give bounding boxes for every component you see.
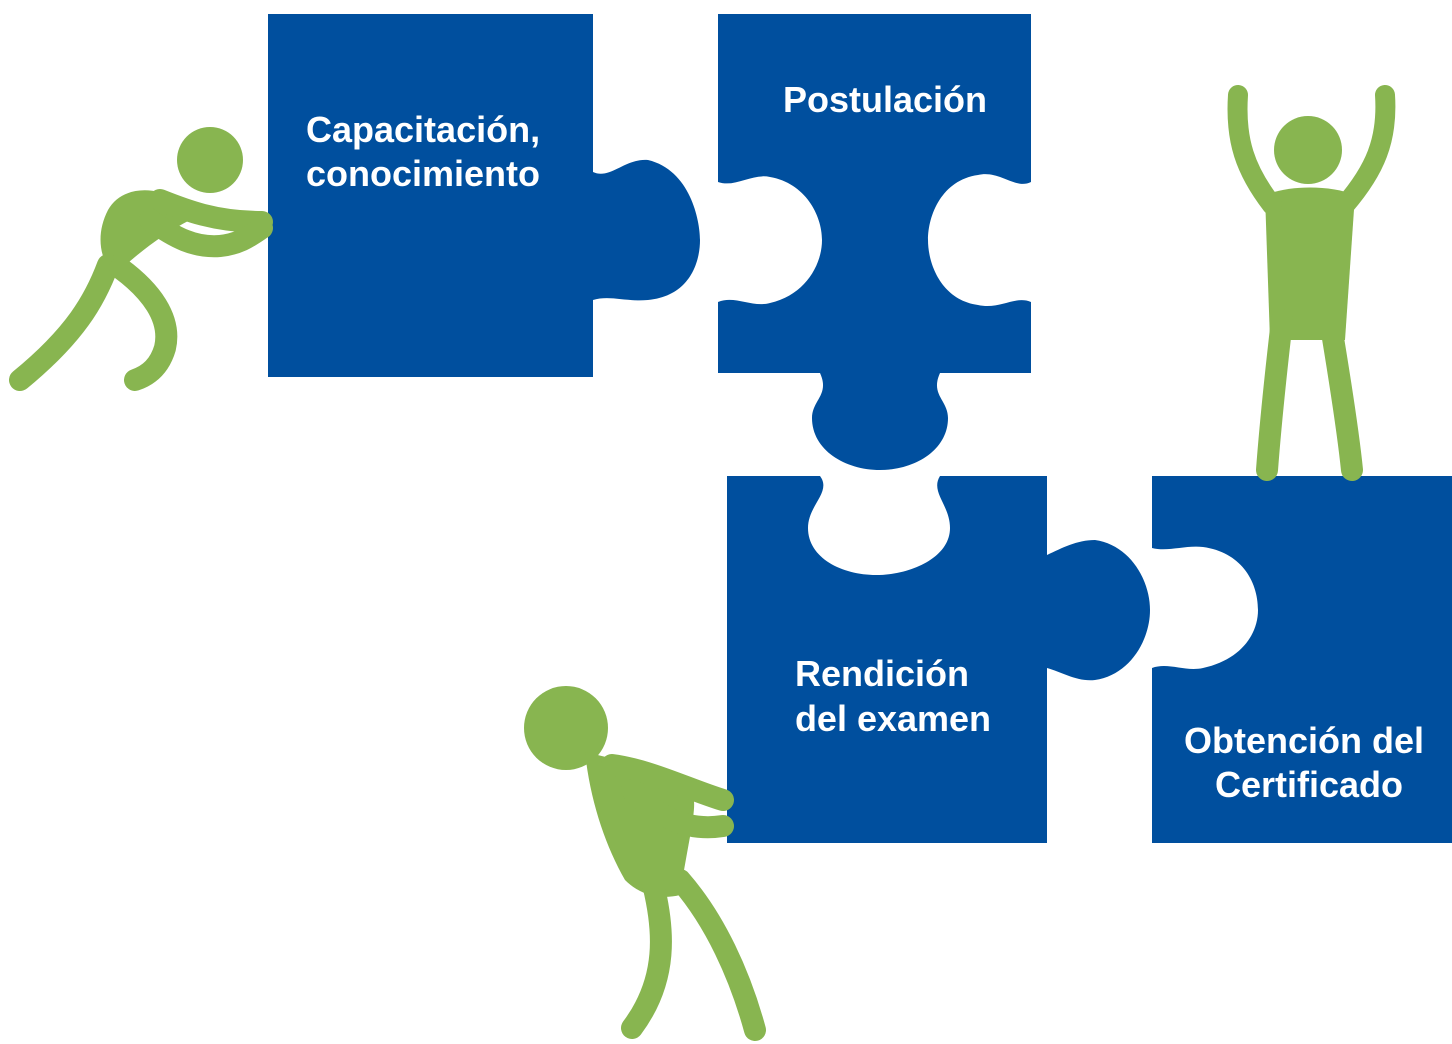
label-line: Certificado [1215,764,1403,805]
puzzle-piece-obtencion-shape [1152,476,1452,843]
puzzle-piece-capacitacion-label: Capacitación, conocimiento [306,109,550,194]
puzzle-piece-capacitacion-shape [268,14,700,377]
puzzle-piece-obtencion: Obtención del Certificado [1152,476,1452,843]
figure-head [1274,116,1342,184]
figure-torso [1265,187,1355,340]
puzzle-piece-capacitacion: Capacitación, conocimiento [268,14,700,377]
figure-leg-left [1256,309,1293,481]
puzzle-piece-postulacion: Postulación [718,14,1031,470]
label-line: conocimiento [306,153,540,194]
figure-arm-left [1227,85,1282,215]
label-line: del examen [795,698,991,739]
puzzle-piece-obtencion-label: Obtención del Certificado [1184,720,1434,805]
figure-leg-right [1319,309,1363,481]
puzzle-piece-postulacion-shape [718,14,1031,470]
celebrating-person-icon [1227,85,1396,481]
pushing-person-icon [524,686,766,1041]
figure-head [177,127,243,193]
figure-leg-front [109,257,178,391]
figure-arm-right [1335,85,1396,215]
puzzle-piece-postulacion-label: Postulación [783,79,987,120]
puzzle-piece-rendicion: Rendición del examen [727,476,1150,843]
puzzle-piece-rendicion-label: Rendición del examen [795,653,991,739]
label-line: Postulación [783,79,987,120]
figure-arm-upper [601,754,734,811]
label-line: Obtención del [1184,720,1424,761]
figure-arm-lower [139,209,273,258]
label-line: Rendición [795,653,969,694]
pushing-person-icon [9,127,273,391]
puzzle-piece-rendicion-shape [727,476,1150,843]
figure-head [524,686,608,770]
figure-leg-back [9,254,119,391]
figure-arm-upper [149,189,273,233]
figure-leg-back [621,869,672,1039]
figure-leg-front [669,869,766,1041]
figure-arm-lower [621,779,734,839]
label-line: Capacitación, [306,109,540,150]
